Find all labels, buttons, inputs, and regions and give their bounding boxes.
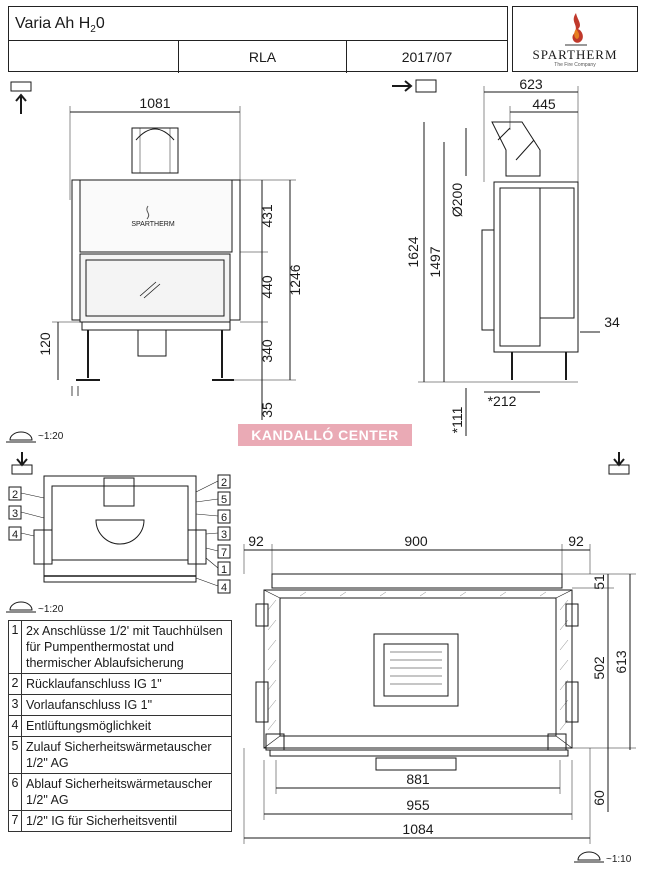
watermark: KANDALLÓ CENTER [238,424,412,446]
side-total-height: 1624 [405,236,421,267]
callout-label: 3 [12,508,18,520]
side-view [418,86,600,436]
callout-label: 5 [221,494,227,506]
scale-front: ~1:20 [38,431,64,442]
brand-name: SPARTHERM [532,47,618,62]
front-height-440: 440 [259,275,275,299]
top-view-callouts [8,474,231,594]
front-logo-text: SPARTHERM [131,221,174,228]
section-top-dim-right: 92 [568,533,584,549]
front-height-340: 340 [259,339,275,363]
scale-section: ~1:10 [606,854,632,865]
side-depth-dim: 623 [519,76,543,92]
brand-logo: SPARTHERM The Fire Company [512,6,638,72]
scale-icon [6,601,36,613]
front-leg-height: 120 [37,332,53,356]
front-view [52,106,296,420]
section-right-dim-502: 502 [591,656,607,680]
scale-top: ~1:20 [38,604,64,615]
side-inner-depth-dim: 445 [532,96,556,112]
callout-label: 1 [221,564,227,576]
side-height-2: 1497 [427,246,443,277]
section-top-dim-center: 900 [404,533,428,549]
callout-label: 2 [221,477,227,489]
date-cell: 2017/07 [401,49,453,65]
front-total-height: 1246 [287,264,303,295]
view-arrow-right-icon [392,79,437,93]
flue-diameter-dim: Ø200 [449,183,465,217]
callout-label: 2 [12,489,18,501]
callout-label: 4 [221,582,227,594]
section-bottom-dim-881: 881 [406,771,430,787]
view-arrow-up-icon [10,81,32,114]
section-view [243,544,636,844]
empty-cell [9,41,179,73]
section-top-dim-left: 92 [248,533,264,549]
side-offset-dim: 34 [604,314,620,330]
callout-label: 6 [221,512,227,524]
top-view [33,475,207,583]
view-arrow-down-icon [11,452,33,475]
section-bottom-dim-955: 955 [406,797,430,813]
view-arrow-down-icon [608,452,630,475]
variant-cell: RLA [179,41,347,73]
title-block: Varia Ah H20 RLA 2017/07 [8,6,508,73]
front-width-dim: 1081 [139,95,170,111]
flame-icon [565,13,587,46]
title-row: Varia Ah H20 [9,7,507,41]
section-right-dim-51: 51 [591,574,607,590]
section-right-dim-60: 60 [591,790,607,806]
callout-label: 3 [221,529,227,541]
product-name: Varia Ah H20 [15,15,105,36]
section-right-dim-613: 613 [613,650,629,674]
side-bottom-depth: *212 [488,393,517,409]
brand-tagline: The Fire Company [554,62,596,68]
scale-icon [6,431,36,443]
callout-label: 7 [221,547,227,559]
front-height-431: 431 [259,204,275,228]
section-bottom-dim-1084: 1084 [402,821,433,837]
scale-icon [574,851,604,863]
front-height-35: 35 [259,402,275,418]
side-bottom-height: *111 [449,406,465,433]
callout-label: 4 [12,529,18,541]
